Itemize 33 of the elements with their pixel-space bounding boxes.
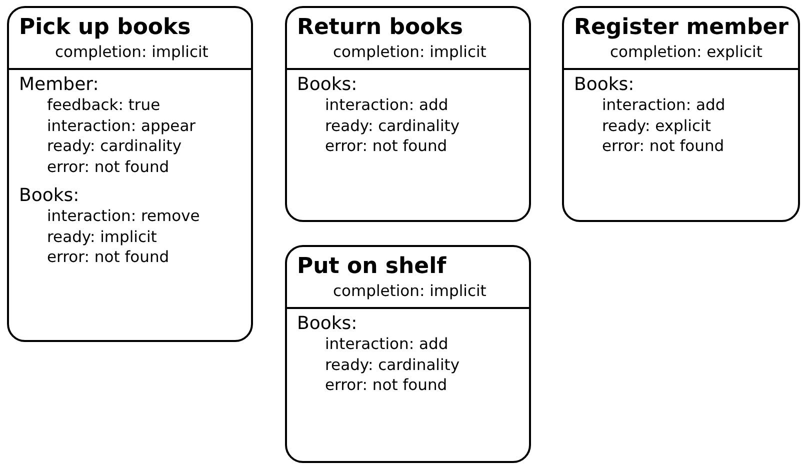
property-line: ready: explicit <box>601 116 712 136</box>
section-heading: Books: <box>297 74 358 95</box>
property-line: interaction: add <box>601 95 726 116</box>
task-title: Pick up books <box>19 14 192 42</box>
section-heading: Member: <box>19 74 100 95</box>
property-line: error: not found <box>324 136 448 156</box>
completion-label: completion: explicit <box>609 42 764 62</box>
task-card <box>7 6 253 342</box>
property-line: error: not found <box>46 156 170 177</box>
completion-label: completion: implicit <box>332 42 488 62</box>
section-heading: Books: <box>19 185 80 206</box>
property-line: feedback: true <box>46 95 162 116</box>
property-line: error: not found <box>46 247 170 268</box>
property-line: ready: cardinality <box>324 354 461 375</box>
completion-label: completion: implicit <box>332 281 488 301</box>
task-title: Return books <box>297 14 464 42</box>
section-heading: Books: <box>297 313 358 334</box>
property-line: interaction: appear <box>46 116 197 136</box>
section-heading: Books: <box>574 74 636 95</box>
property-line: ready: implicit <box>46 226 158 247</box>
task-title: Put on shelf <box>297 253 448 281</box>
task-card <box>562 6 800 222</box>
property-line: interaction: add <box>324 95 450 116</box>
property-line: ready: cardinality <box>46 136 183 156</box>
property-line: interaction: remove <box>46 206 201 226</box>
task-card <box>285 245 531 463</box>
task-title: Register member <box>574 14 790 42</box>
completion-label: completion: implicit <box>54 42 210 62</box>
property-line: interaction: add <box>324 334 450 354</box>
property-line: error: not found <box>601 136 726 156</box>
property-line: ready: cardinality <box>324 116 461 136</box>
task-card <box>285 6 531 222</box>
property-line: error: not found <box>324 375 448 396</box>
